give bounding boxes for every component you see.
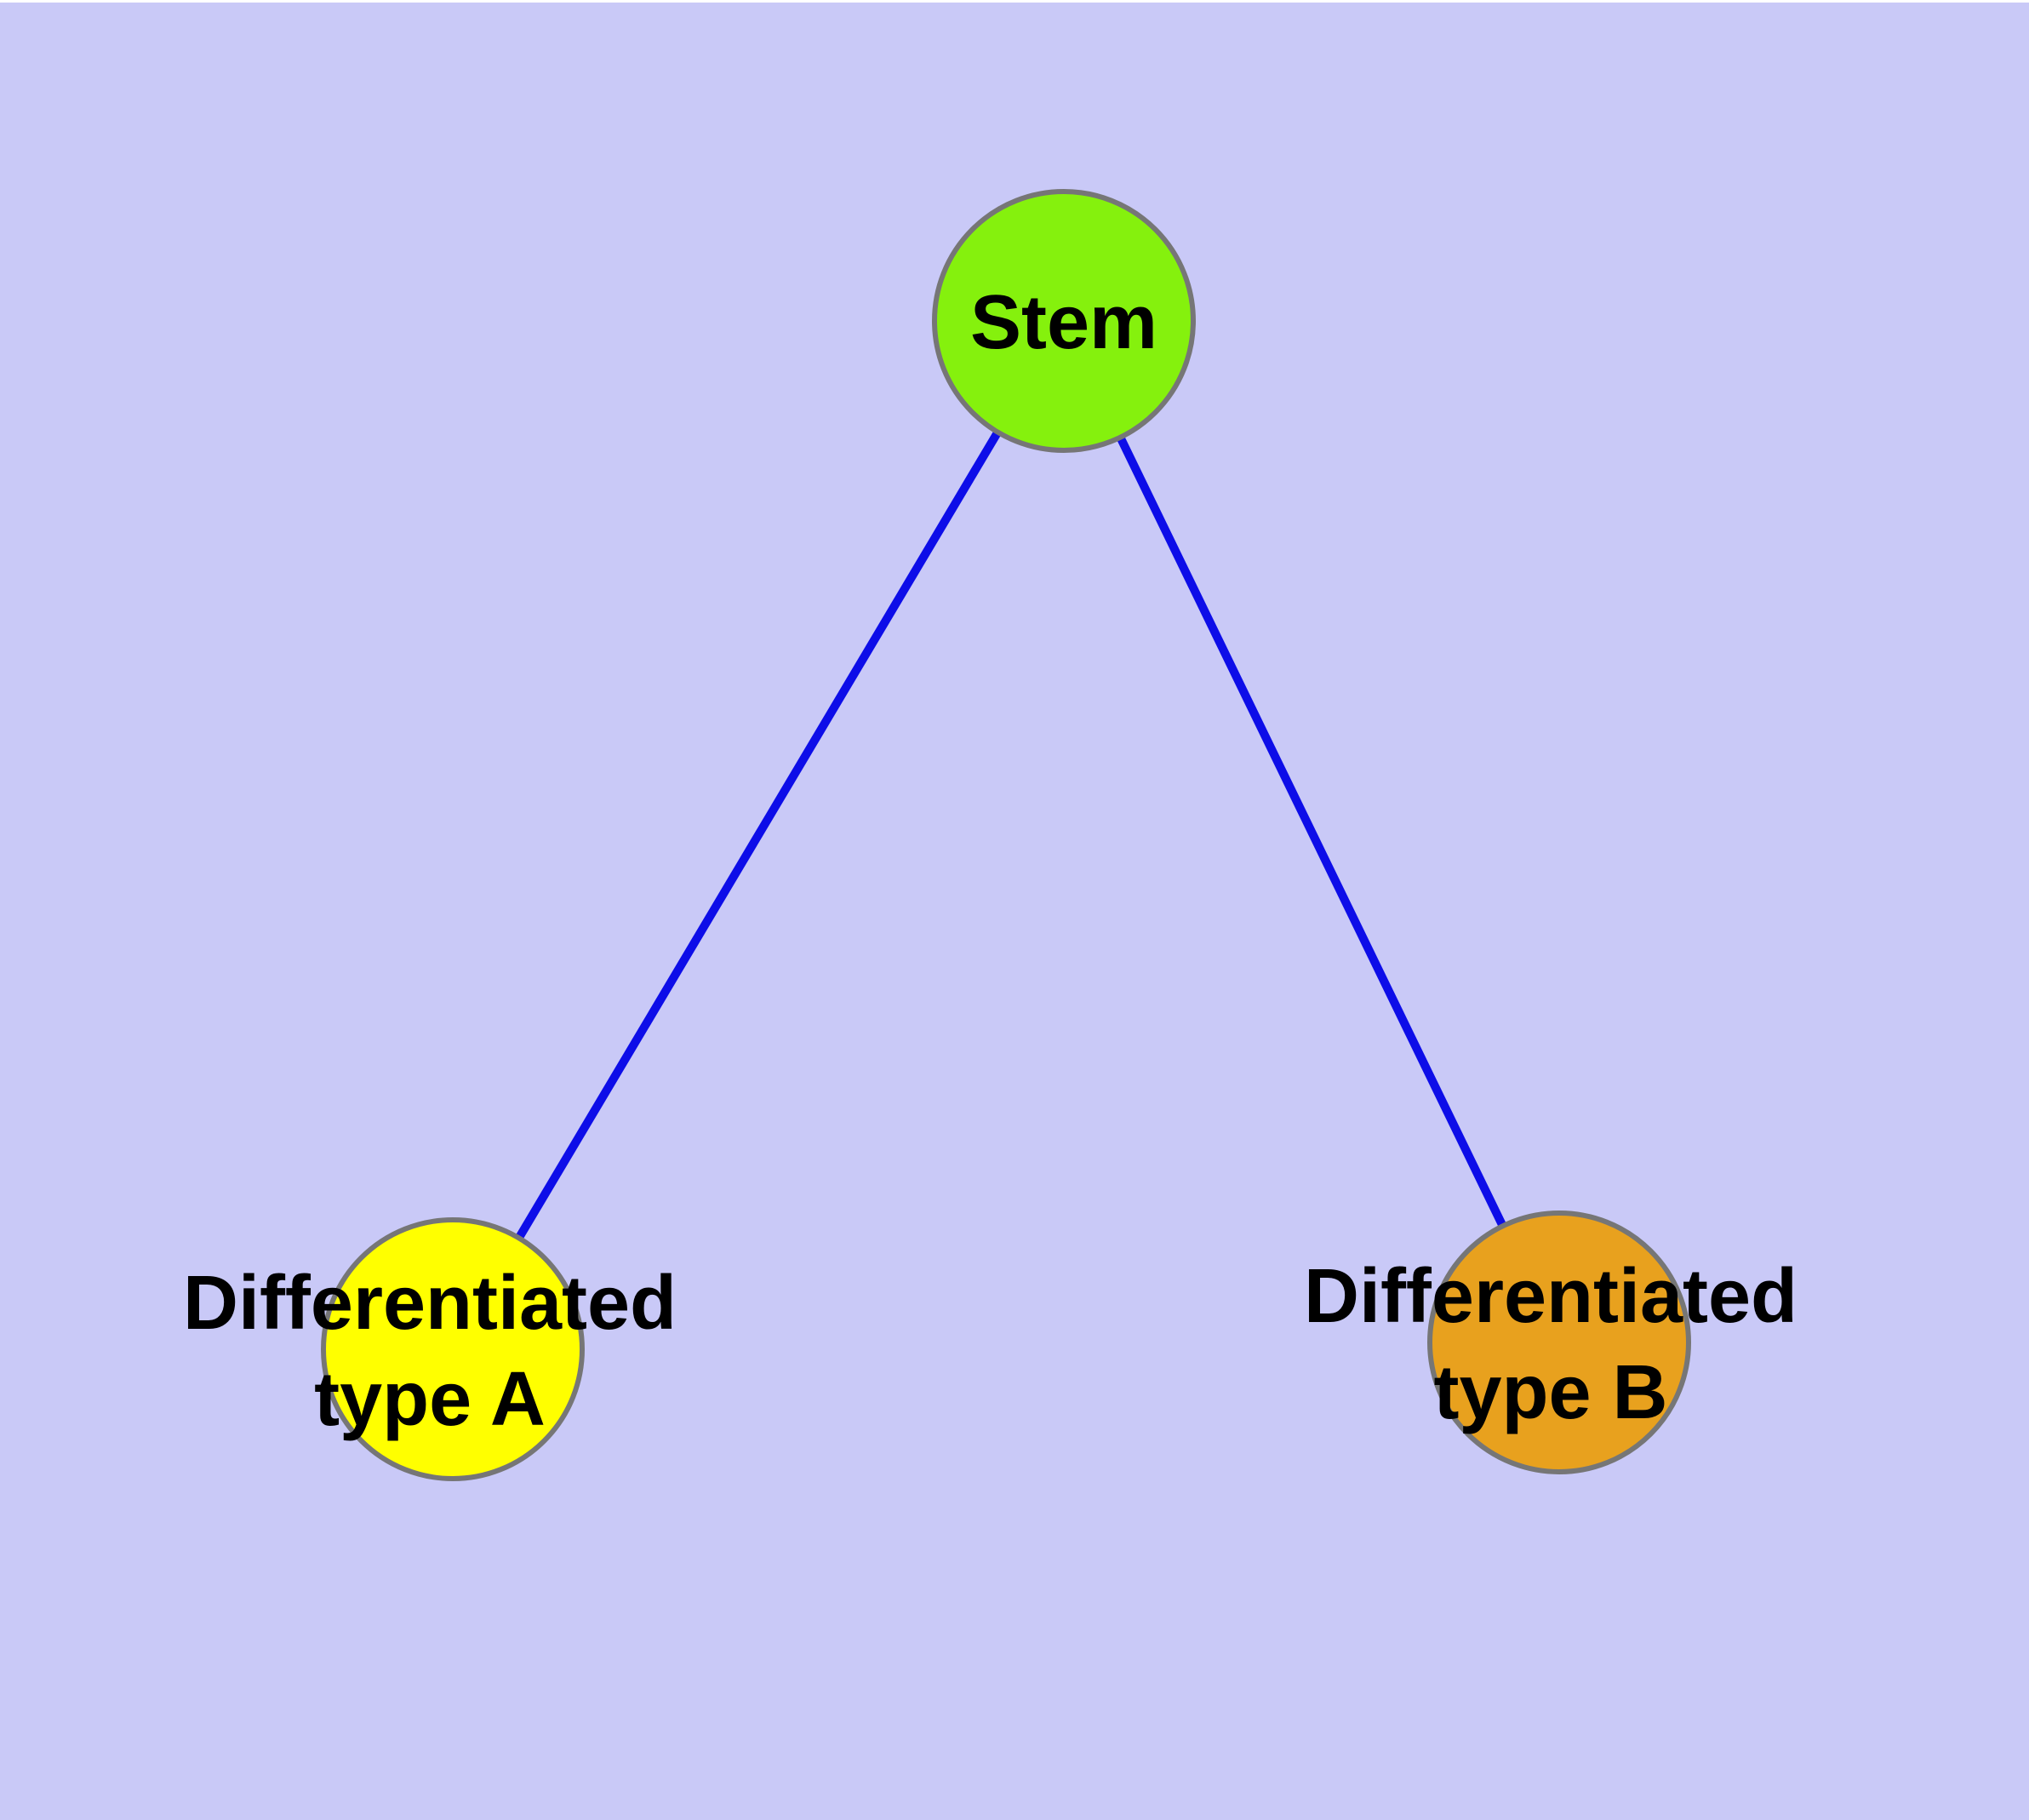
node-differentiated-type-b-label-line2: type B <box>1433 1350 1667 1435</box>
edge-stem-to-type-a <box>449 318 1068 1352</box>
edge-stem-to-type-b <box>1060 318 1563 1345</box>
node-differentiated-type-a-label-line1: Differentiated <box>183 1261 677 1346</box>
node-differentiated-type-a-label-line2: type A <box>314 1357 546 1442</box>
node-stem-label: Stem <box>970 280 1157 365</box>
node-differentiated-type-b <box>1427 1210 1691 1474</box>
node-stem <box>932 189 1196 453</box>
window-top-edge <box>0 0 2029 3</box>
node-differentiated-type-a <box>321 1217 585 1481</box>
node-differentiated-type-b-label-line1: Differentiated <box>1304 1254 1798 1339</box>
